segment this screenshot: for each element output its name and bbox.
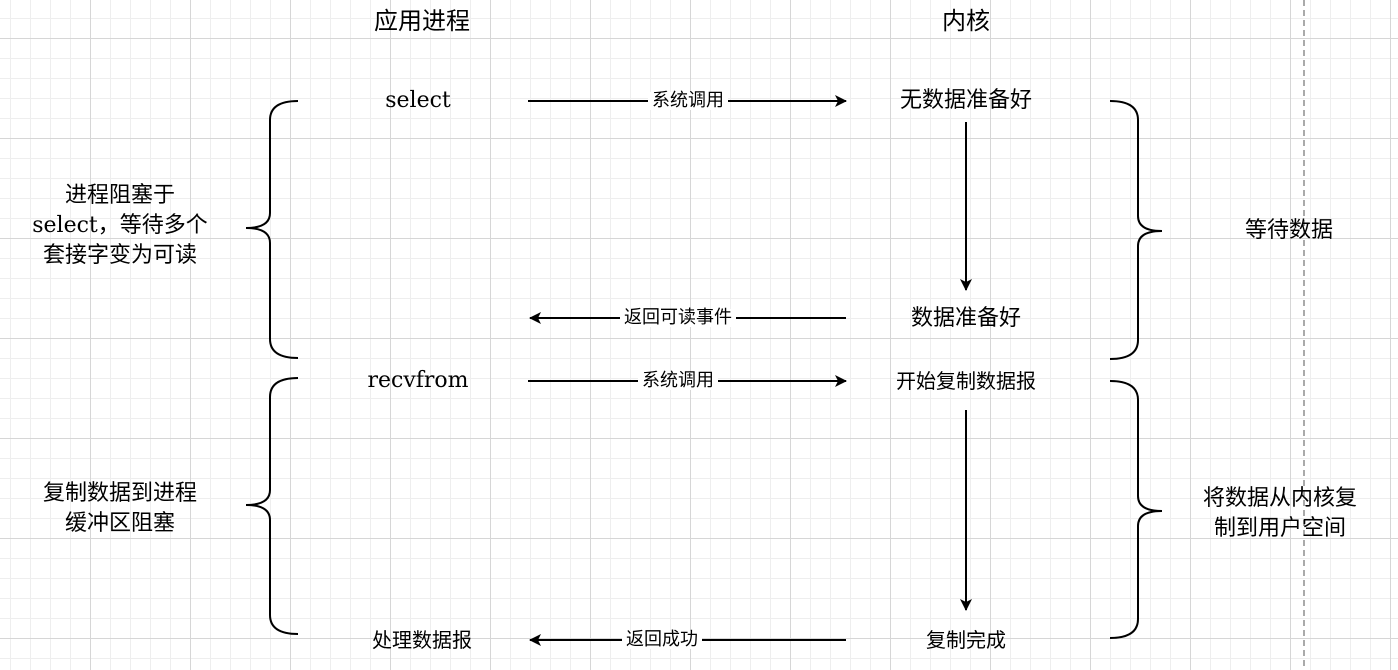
edge-label-return-readable: 返回可读事件 [620, 309, 736, 327]
column-title-app: 应用进程 [374, 7, 470, 35]
note-wait-data: 等待数据 [1245, 216, 1333, 246]
note-line: 制到用户空间 [1213, 516, 1347, 541]
node-select: select [385, 88, 451, 113]
note-line: 将数据从内核复 [1202, 486, 1358, 511]
left-brace-phase2 [245, 377, 299, 635]
node-start-copy: 开始复制数据报 [896, 369, 1036, 393]
note-blocked-on-select: 进程阻塞于 select，等待多个 套接字变为可读 [32, 181, 208, 271]
node-data-ready: 数据准备好 [910, 306, 1022, 331]
note-line: 套接字变为可读 [42, 243, 197, 268]
node-process-datagram: 处理数据报 [372, 628, 472, 652]
left-brace-phase1 [245, 100, 299, 359]
edge-label-syscall-1: 系统调用 [648, 92, 728, 110]
node-recvfrom: recvfrom [367, 368, 469, 393]
note-line: 等待数据 [1244, 218, 1334, 243]
note-blocked-on-copy: 复制数据到进程 缓冲区阻塞 [43, 479, 197, 539]
right-brace-phase1 [1109, 100, 1163, 360]
note-line: 复制数据到进程 [42, 481, 198, 506]
note-line: 进程阻塞于 [64, 183, 175, 208]
node-no-data-ready: 无数据准备好 [899, 88, 1033, 113]
column-title-kernel: 内核 [942, 7, 990, 35]
note-line: 缓冲区阻塞 [64, 511, 176, 536]
edge-label-return-success: 返回成功 [622, 631, 702, 649]
note-copy-kernel-to-user: 将数据从内核复 制到用户空间 [1203, 484, 1357, 544]
node-copy-done: 复制完成 [926, 628, 1006, 652]
edge-label-syscall-2: 系统调用 [638, 372, 718, 390]
note-line: select，等待多个 [32, 213, 208, 238]
right-brace-phase2 [1109, 380, 1163, 639]
